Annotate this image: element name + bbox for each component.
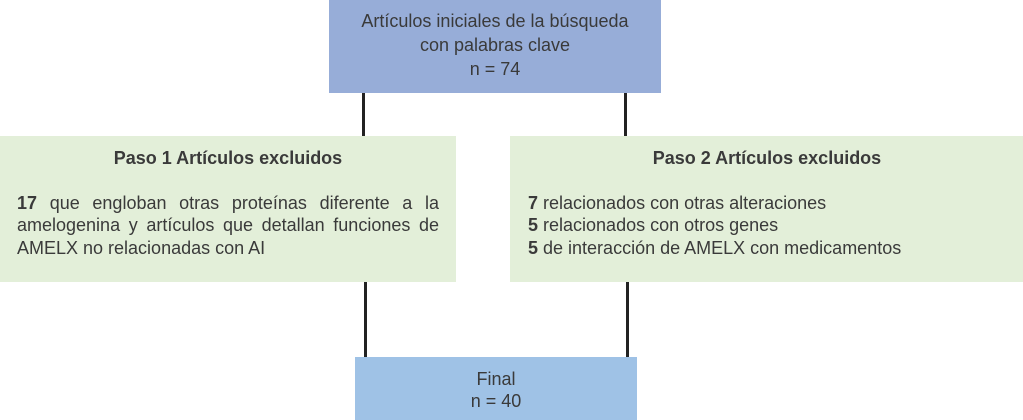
step2-item-count: 5: [528, 215, 539, 235]
step1-count: 17: [17, 192, 38, 213]
step1-excluded-box: Paso 1 Artículos excluidos 17 que englob…: [0, 136, 456, 282]
step1-text: que engloban otras proteínas diferente a…: [17, 192, 439, 258]
connector-top-right: [624, 93, 627, 136]
step2-item-text: relacionados con otros genes: [538, 215, 779, 235]
step2-excluded-box: Paso 2 Artículos excluidos 7 relacionado…: [510, 136, 1023, 282]
step1-title: Paso 1 Artículos excluidos: [113, 148, 343, 168]
step2-item-count: 5: [528, 237, 539, 258]
step2-item: 5 relacionados con otros genes: [528, 214, 1006, 237]
connector-bottom-left: [364, 282, 367, 357]
initial-articles-title-line2: con palabras clave: [419, 35, 571, 55]
connector-bottom-right: [626, 282, 629, 357]
step2-title: Paso 2 Artículos excluidos: [652, 148, 882, 168]
step2-item-count: 7: [528, 192, 539, 213]
final-box: Final n = 40: [355, 357, 637, 420]
connector-top-left: [362, 93, 365, 136]
step2-item-text: de interacción de AMELX con medicamentos: [538, 237, 902, 258]
initial-articles-title-line1: Artículos iniciales de la búsqueda: [361, 11, 629, 31]
initial-articles-count: n = 74: [469, 59, 521, 79]
step2-item-text: relacionados con otras alteraciones: [538, 192, 827, 213]
step2-item: 5 de interacción de AMELX con medicament…: [528, 237, 1006, 260]
final-count: n = 40: [470, 391, 522, 411]
final-title: Final: [476, 369, 516, 389]
step1-body: 17 que engloban otras proteínas diferent…: [17, 192, 439, 260]
initial-articles-box: Artículos iniciales de la búsqueda con p…: [329, 0, 661, 93]
step2-item: 7 relacionados con otras alteraciones: [528, 192, 1006, 215]
